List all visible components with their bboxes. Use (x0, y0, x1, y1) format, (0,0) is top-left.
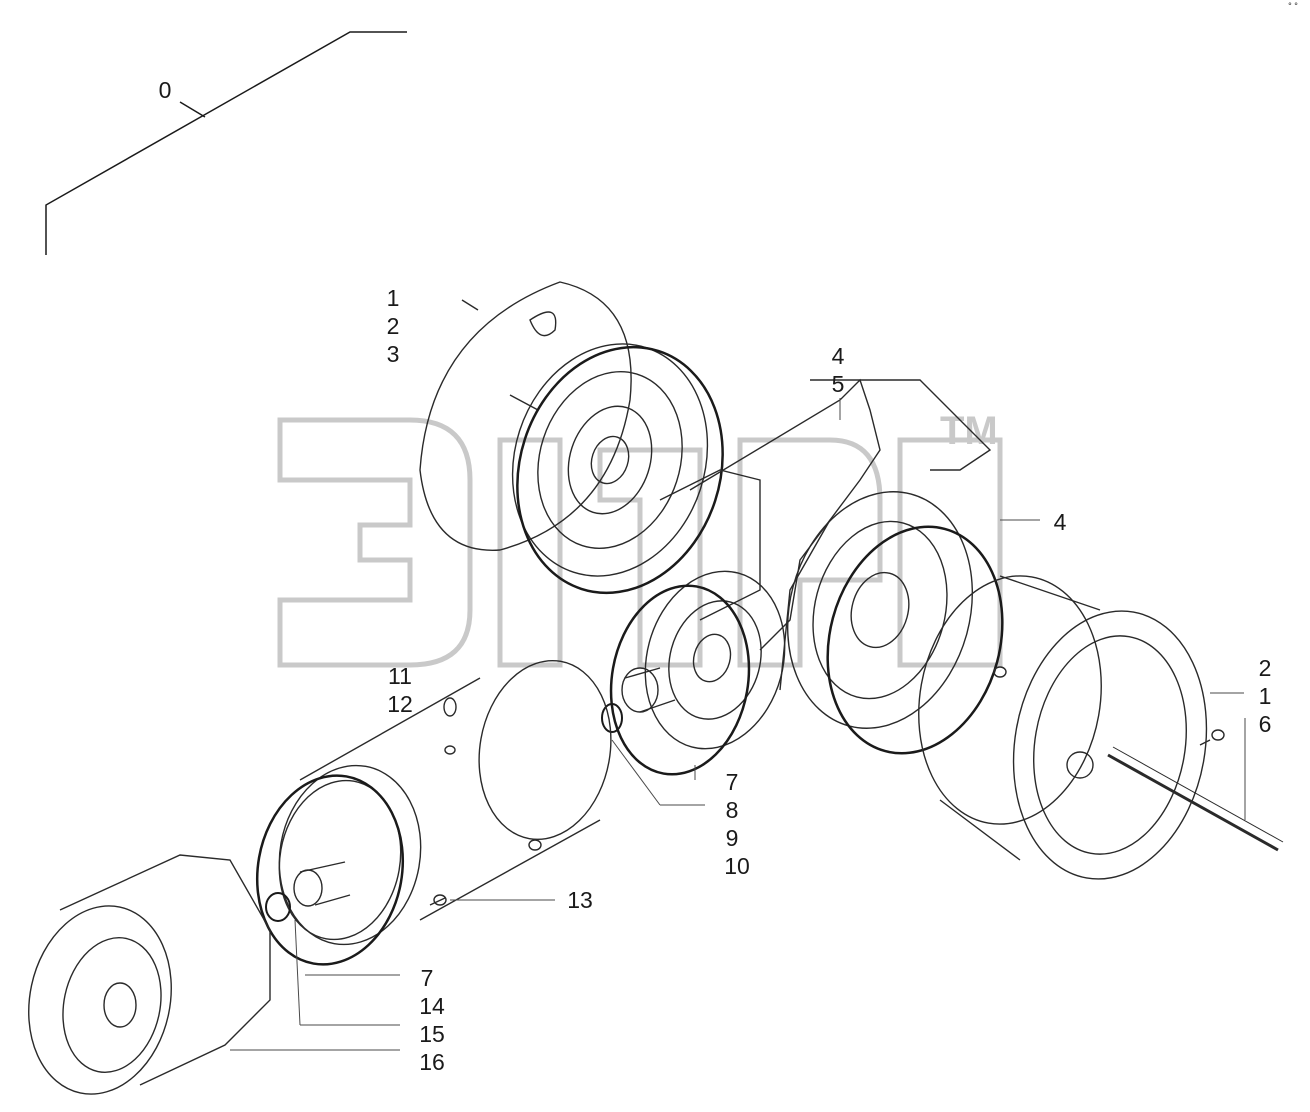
o-ring-seal-center (609, 584, 751, 776)
callout-label: 2 (386, 313, 400, 339)
watermark-letter-b (897, 437, 1003, 668)
watermark-trademark: TM (940, 409, 998, 453)
watermark-letter-i (497, 437, 563, 668)
o-ring-seal-upper (516, 345, 724, 595)
spline-bushing (621, 667, 676, 713)
cylinder-housing (278, 659, 612, 946)
callout-label: 0 (158, 77, 172, 103)
drive-shaft (1107, 753, 1279, 852)
snap-ring (265, 892, 291, 922)
callout-label: 7 (420, 965, 434, 991)
callout-label: 2 (1258, 655, 1272, 681)
callout-label: 10 (724, 853, 750, 879)
wheel-hub-drum (918, 575, 1208, 880)
retaining-ring (601, 703, 623, 733)
callout-label: 5 (831, 371, 845, 397)
planetary-carrier (644, 570, 786, 750)
front-flange-plate (419, 281, 632, 551)
callout-label: 12 (387, 691, 413, 717)
o-ring-seal-lower (255, 774, 405, 966)
callout-label: 15 (419, 1021, 445, 1047)
callout-label: 16 (419, 1049, 445, 1075)
callout-label: 4 (1053, 509, 1067, 535)
callout-label: 8 (725, 797, 739, 823)
output-spline-shaft (293, 861, 351, 907)
leader-lines (230, 398, 1246, 1051)
callout-label: 7 (725, 769, 739, 795)
housing-bolts (429, 697, 542, 906)
hub-bolts (993, 666, 1225, 746)
callout-label: 4 (831, 343, 845, 369)
o-ring-seal-right (826, 525, 1004, 755)
watermark-letter-p (737, 437, 883, 668)
watermark-letter-e (277, 417, 473, 668)
callout-label: 11 (388, 663, 412, 689)
assembly-bracket (45, 31, 407, 255)
callout-label: 1 (1258, 683, 1272, 709)
callout-label: 9 (725, 825, 739, 851)
brake-housing (28, 854, 271, 1095)
callout-label: 13 (567, 887, 593, 913)
callout-label: 14 (419, 993, 445, 1019)
watermark-letter-n (597, 447, 703, 668)
callout-label: 6 (1258, 711, 1272, 737)
watermark (277, 417, 1003, 668)
callout-label: 3 (386, 341, 400, 367)
drive-shaft-edge (1112, 746, 1284, 843)
callout-label: 1 (386, 285, 400, 311)
corner-mark: ° ° (1288, 1, 1298, 11)
axle-housing (659, 378, 992, 691)
